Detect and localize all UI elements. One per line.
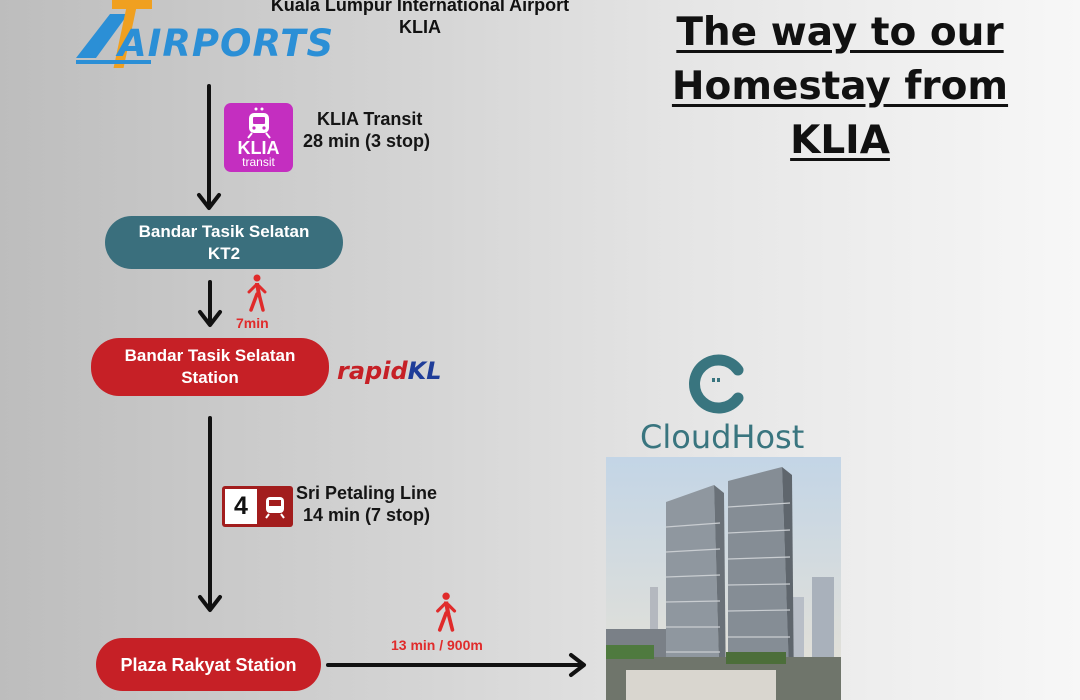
line4-name: Sri Petaling Line	[296, 483, 438, 503]
airport-name: Kuala Lumpur International Airport KLIA	[230, 0, 610, 38]
klia-transit-name: KLIA Transit	[317, 109, 423, 129]
station-kt2: Bandar Tasik Selatan KT2	[105, 216, 343, 269]
klia-badge-bottom: transit	[242, 155, 275, 169]
klia-badge-top: KLIA	[237, 138, 280, 158]
title-line3: KLIA	[790, 118, 890, 163]
airports-logo-text: AIRPORTS	[118, 22, 335, 65]
line4-duration: 14 min (7 stop)	[303, 505, 431, 525]
rapidkl-part1: rapid	[337, 357, 408, 385]
arrow-down-icon	[198, 416, 222, 612]
train-icon	[265, 497, 285, 519]
rapidkl-logo: rapidKL	[337, 357, 442, 385]
airport-name-line1: Kuala Lumpur International Airport	[270, 0, 570, 15]
arrow-right-icon	[326, 653, 586, 677]
walk1-label: 7min	[236, 315, 269, 331]
station-bts-line1: Bandar Tasik Selatan	[124, 346, 296, 365]
arrow-down-icon	[198, 280, 222, 327]
station-plaza-rakyat: Plaza Rakyat Station	[96, 638, 321, 691]
title-line1: The way to our	[676, 10, 1004, 55]
walking-person-icon	[247, 274, 267, 312]
homestay-building-image	[606, 457, 841, 700]
walk2-label: 13 min / 900m	[391, 637, 483, 653]
station-kt2-line1: Bandar Tasik Selatan	[138, 221, 310, 241]
cloudhost-name: CloudHost	[640, 418, 805, 456]
line4-badge: 4	[222, 486, 293, 527]
station-kt2-line2: KT2	[207, 243, 241, 263]
line4-number: 4	[225, 489, 257, 524]
line4-info: Sri Petaling Line 14 min (7 stop)	[296, 482, 437, 526]
klia-transit-duration: 28 min (3 stop)	[303, 131, 431, 151]
station-bts-line2: Station	[181, 368, 239, 387]
station-bts: Bandar Tasik Selatan Station	[91, 338, 329, 396]
title-line2: Homestay from	[671, 64, 1009, 109]
walking-person-icon	[436, 592, 457, 632]
train-icon	[247, 107, 271, 139]
rapidkl-part2: KL	[407, 357, 442, 385]
page-title: The way to our Homestay from KLIA	[660, 6, 1020, 168]
klia-transit-info: KLIA Transit 28 min (3 stop)	[303, 108, 430, 152]
airports-logo-icon	[76, 0, 152, 68]
cloudhost-logo-icon	[689, 354, 744, 414]
arrow-down-icon	[197, 84, 221, 210]
klia-transit-badge: KLIA transit	[224, 103, 293, 172]
airport-name-line2: KLIA	[399, 17, 441, 37]
